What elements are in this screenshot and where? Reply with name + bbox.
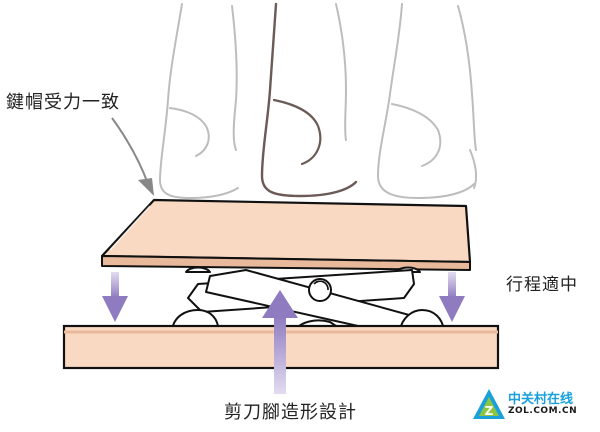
finger-middle-outer	[335, 3, 347, 141]
keycap-force-label: 鍵帽受力一致	[6, 92, 120, 113]
finger-middle-nail	[272, 98, 322, 166]
keycap	[100, 198, 472, 271]
scissor-pivot	[308, 278, 332, 302]
fingers	[159, 2, 478, 199]
travel-arrow-left	[102, 272, 128, 322]
finger-right	[377, 3, 475, 199]
finger-left	[159, 3, 239, 199]
finger-left-nail	[169, 107, 210, 157]
zol-logo-icon: Z	[473, 389, 505, 419]
travel-arrow-right	[439, 272, 465, 322]
zol-watermark: Z 中关村在线 ZOL.COM.CN	[470, 386, 598, 426]
finger-right-side	[469, 149, 478, 189]
scissor-up-arrow	[262, 290, 298, 394]
watermark-name-cn: 中关村在线	[508, 392, 574, 407]
finger-right-outer	[457, 5, 477, 151]
keycap-top	[100, 198, 472, 264]
travel-label: 行程適中	[506, 275, 578, 295]
finger-right-nail	[391, 103, 442, 167]
keycap-pointer-arrow	[111, 117, 154, 196]
scissor-label: 剪刀腳造形設計	[224, 402, 357, 423]
finger-middle	[260, 2, 358, 198]
watermark-name-en: ZOL.COM.CN	[508, 406, 578, 416]
scissor-mechanism	[171, 266, 445, 331]
keycap-front	[101, 255, 471, 271]
zol-logo-letter: Z	[485, 404, 494, 418]
finger-left-outer	[231, 5, 238, 151]
